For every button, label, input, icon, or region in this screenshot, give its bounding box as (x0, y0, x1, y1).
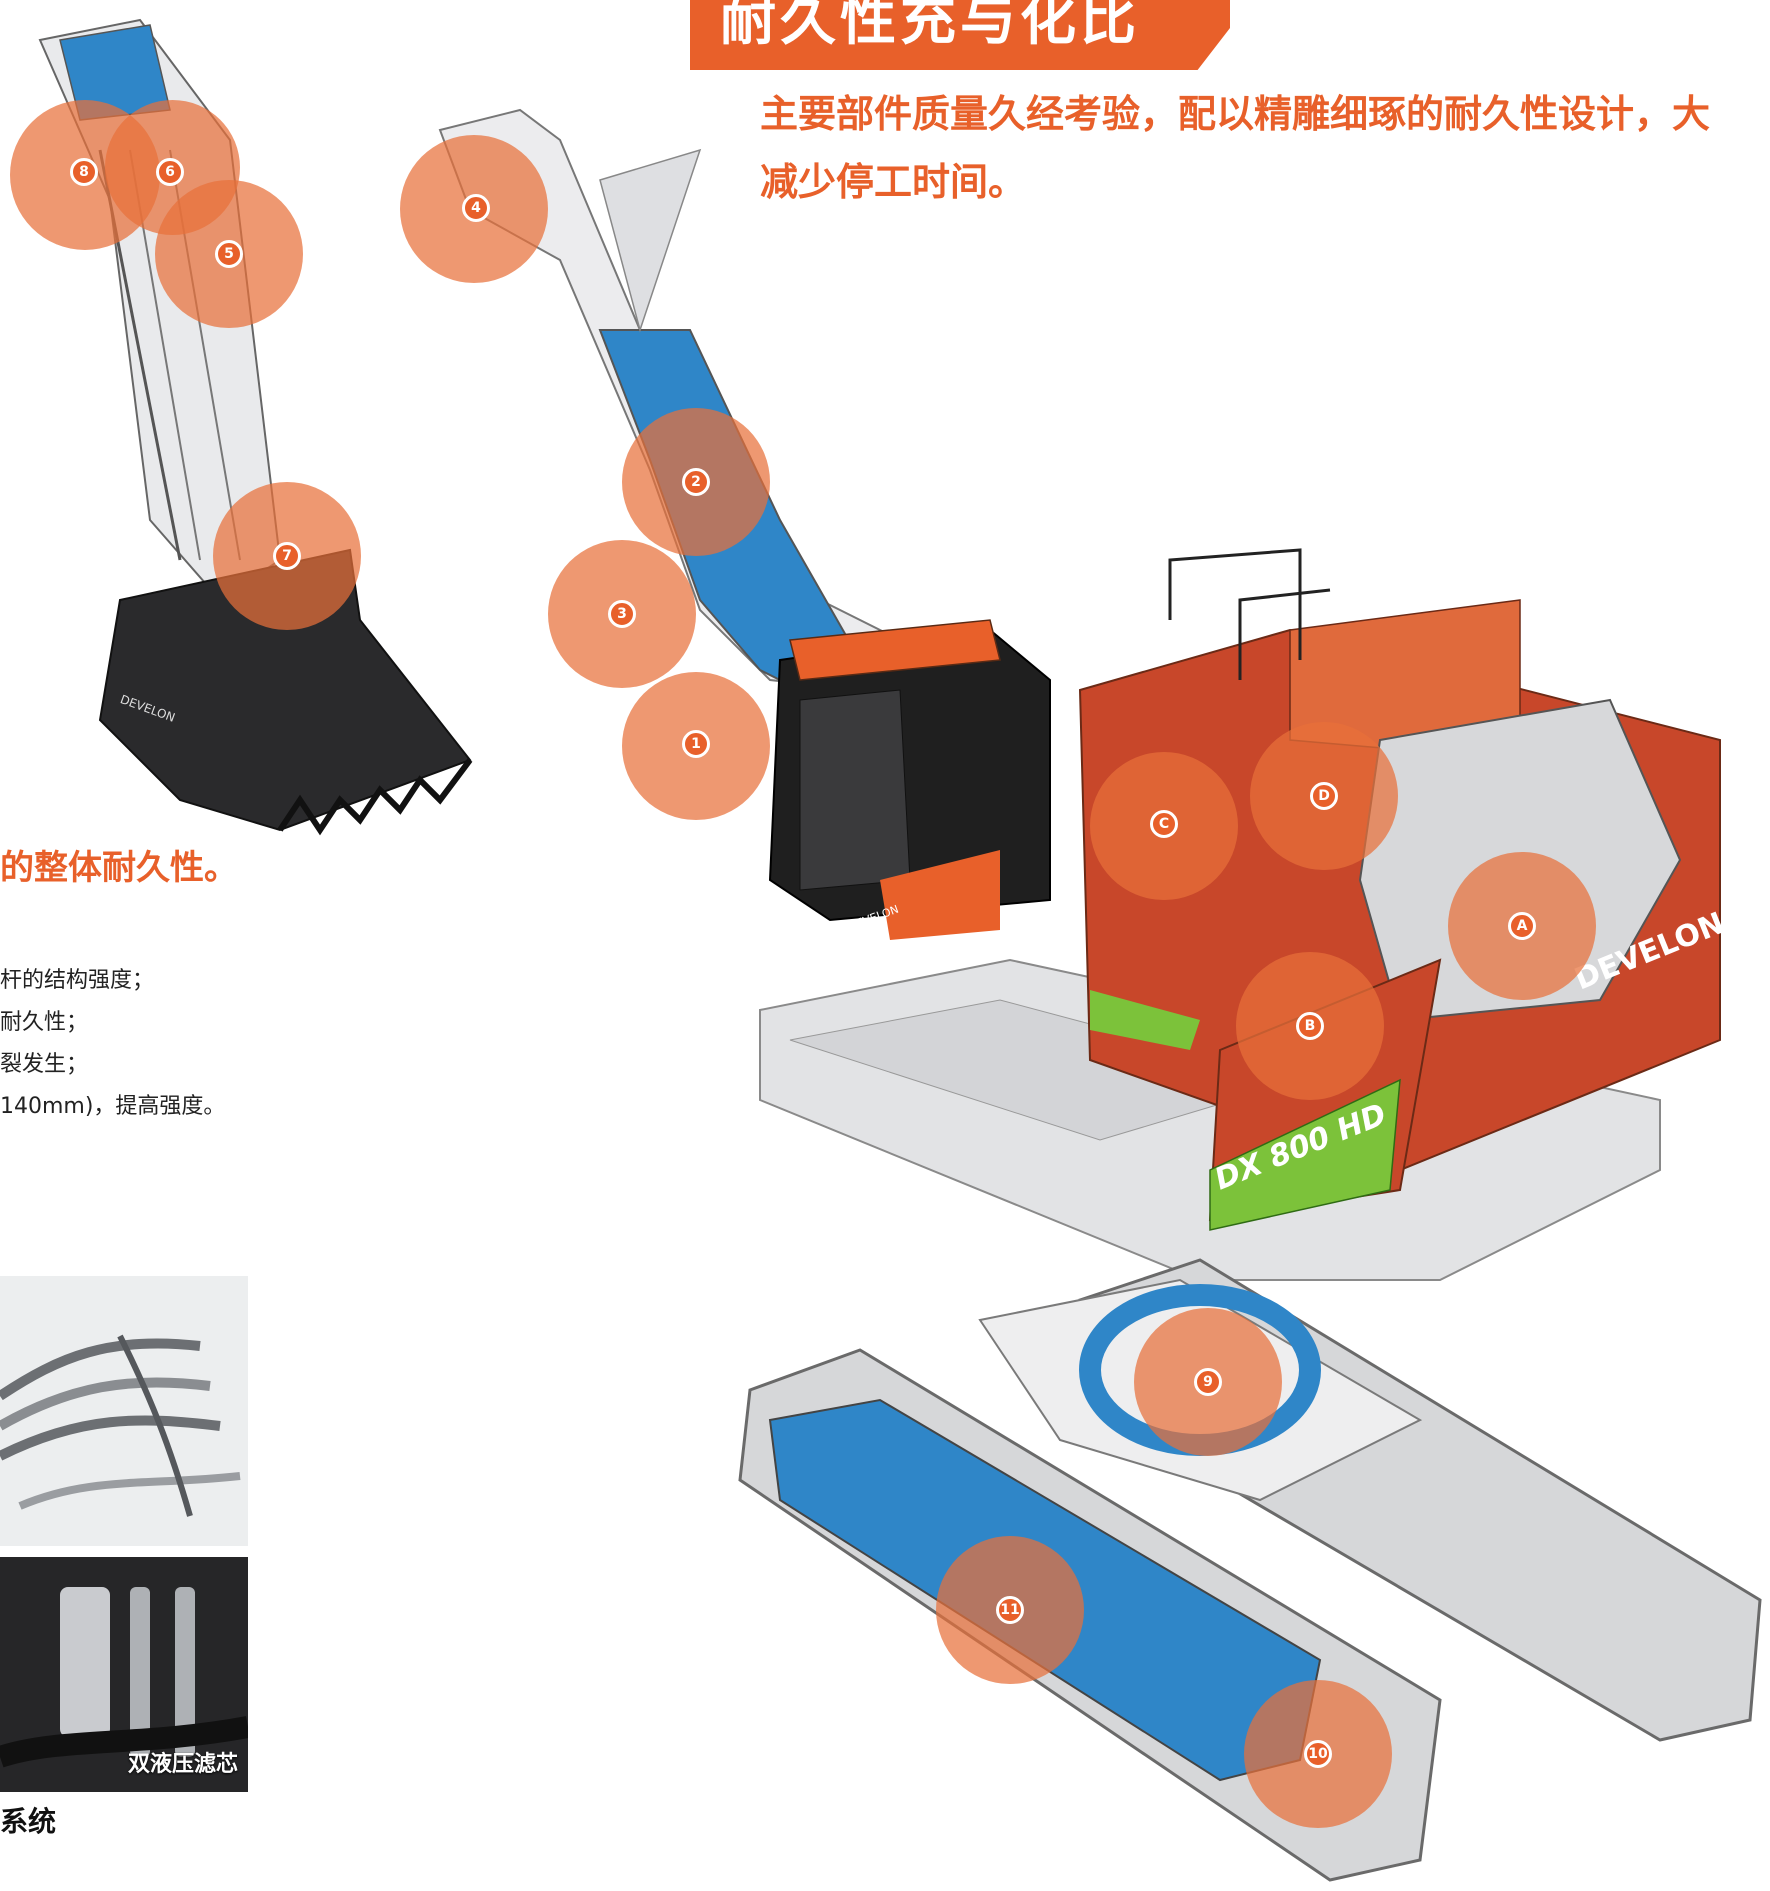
callout-marker-8: 8 (70, 158, 98, 186)
callout-marker-A: A (1508, 912, 1536, 940)
bullet-item: 裂发生； (0, 1052, 89, 1077)
subtitle: 主要部件质量久经考验，配以精雕细琢的耐久性设计，大 减少停工时间。 (760, 80, 1770, 216)
callout-marker-1: 1 (682, 730, 710, 758)
subtitle-line-1: 主要部件质量久经考验，配以精雕细琢的耐久性设计，大 (760, 92, 1711, 136)
bullet-list: 杆的结构强度； 耐久性； 裂发生； 140mm)，提高强度。 (0, 960, 225, 1128)
hydraulic-filter-photo: 双液压滤芯 (0, 1557, 248, 1792)
bullet-item: 耐久性； (0, 1010, 89, 1035)
callout-marker-5: 5 (215, 240, 243, 268)
bullet-item: 杆的结构强度； (0, 968, 155, 993)
photo-caption: 双液压滤芯 (127, 1752, 238, 1777)
hydraulic-hoses-image (0, 1276, 248, 1546)
callout-marker-2: 2 (682, 468, 710, 496)
callout-marker-7: 7 (273, 542, 301, 570)
callout-marker-3: 3 (608, 600, 636, 628)
subtitle-line-2: 减少停工时间。 (760, 160, 1027, 204)
title-banner: 耐久性充与化比 (690, 0, 1230, 70)
bullet-item: 140mm)，提高强度。 (0, 1094, 226, 1119)
callout-marker-4: 4 (462, 194, 490, 222)
callout-marker-6: 6 (156, 158, 184, 186)
callout-marker-9: 9 (1194, 1368, 1222, 1396)
hydraulic-hoses-photo (0, 1276, 248, 1546)
callout-marker-B: B (1296, 1012, 1324, 1040)
callout-marker-10: 10 (1304, 1740, 1332, 1768)
callout-marker-C: C (1150, 810, 1178, 838)
section-heading: 的整体耐久性。 (0, 848, 238, 888)
callout-marker-D: D (1310, 782, 1338, 810)
page-title: 耐久性充与化比 (720, 0, 1140, 53)
callout-marker-11: 11 (996, 1596, 1024, 1624)
hydraulic-filter-image (0, 1557, 248, 1792)
section-label: 系统 (0, 1805, 57, 1838)
